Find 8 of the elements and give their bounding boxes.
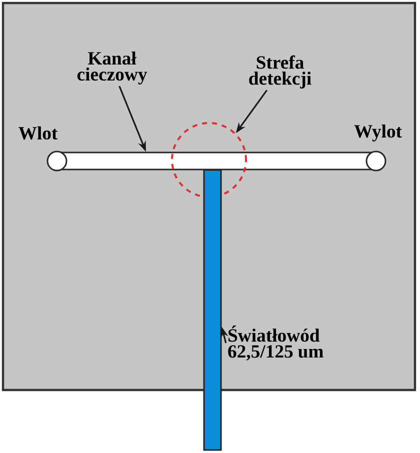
inlet-label: Wlot [18,126,58,140]
fiber-label: Światłowód 62,5/125 um [228,326,324,360]
detection-zone-circle [171,122,247,198]
outlet-label: Wylot [354,124,402,142]
optical-fiber [203,169,222,451]
liquid-channel [46,150,386,172]
channel-label: Kanał cieczowy [77,52,148,84]
zone-label: Strefa detekcji [249,55,312,89]
